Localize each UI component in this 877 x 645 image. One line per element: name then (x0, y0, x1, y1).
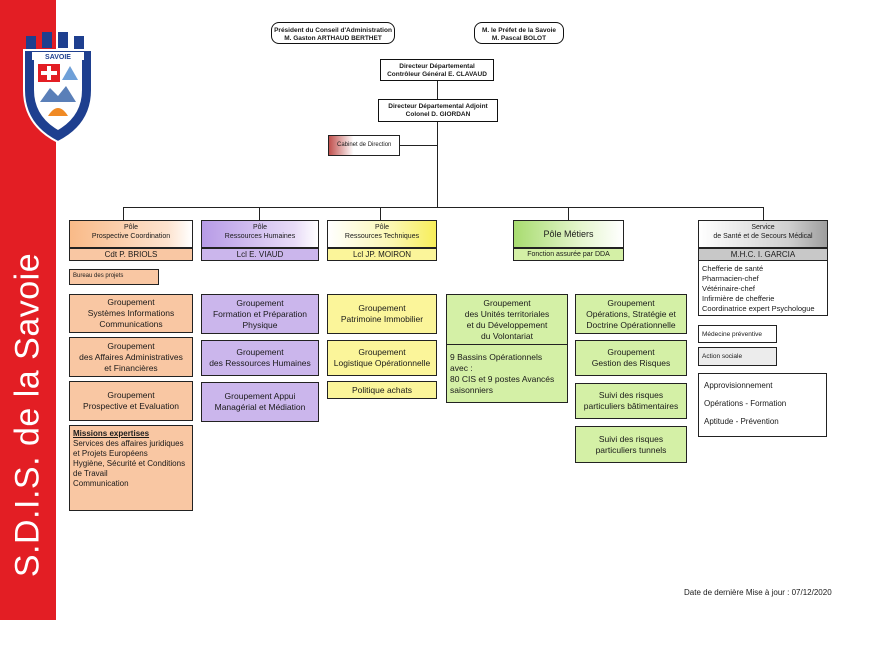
list-item: et Projets Européens (73, 449, 148, 458)
list-item: Vétérinaire-chef (702, 284, 755, 293)
list-item: Hygiène, Sécurité et Conditions (73, 459, 186, 468)
pole-rt-head: Lcl JP. MOIRON (327, 248, 437, 261)
pole-prospective-head: Cdt P. BRIOLS (69, 248, 193, 261)
list-item: Approvisionnement (704, 381, 773, 390)
connector (400, 145, 437, 146)
pole-metiers-header: Pôle Métiers (513, 220, 624, 248)
cabinet-direction-box: Cabinet de Direction (328, 135, 400, 156)
deputy-director-box: Directeur Départemental Adjoint Colonel … (378, 99, 498, 122)
connector (568, 207, 569, 220)
sdis-crest-logo: SAVOIE (18, 30, 98, 145)
pole-rt-header: Pôle Ressources Techniques (327, 220, 437, 248)
list-item: Coordinatrice expert Psychologue (702, 304, 815, 313)
pole-metiers-head: Fonction assurée par DDA (513, 248, 624, 261)
list-item: Services des affaires juridiques (73, 439, 184, 448)
president-box: Président du Conseil d'Administration M.… (271, 22, 395, 44)
pole-prospective-header: Pôle Prospective Coordination (69, 220, 193, 248)
sante-missions-box: Approvisionnement Opérations - Formation… (698, 373, 827, 437)
connector (763, 207, 764, 220)
connector (437, 121, 438, 207)
prefet-box: M. le Préfet de la Savoie M. Pascal BOLO… (474, 22, 564, 44)
connector (123, 207, 763, 208)
last-update-date: Date de dernière Mise à jour : 07/12/202… (684, 588, 832, 597)
director-box: Directeur Départemental Contrôleur Génér… (380, 59, 494, 81)
connector (259, 207, 260, 220)
list-item: Pharmacien-chef (702, 274, 759, 283)
list-item: Infirmière de chefferie (702, 294, 775, 303)
list-item: de Travail (73, 469, 108, 478)
pole-rh-header: Pôle Ressources Humaines (201, 220, 319, 248)
list-item: Chefferie de santé (702, 264, 764, 273)
service-sante-header: Service de Santé et de Secours Médical (698, 220, 828, 248)
medecine-preventive-box: Médecine préventive (698, 325, 777, 343)
list-item: Opérations - Formation (704, 399, 787, 408)
bureau-projets-box: Bureau des projets (69, 269, 159, 285)
list-item: Communication (73, 479, 129, 488)
logo-text: SAVOIE (45, 54, 71, 61)
service-sante-staff-list: Chefferie de santé Pharmacien-chef Vétér… (698, 261, 828, 316)
pole-rh-head: Lcl E. VIAUD (201, 248, 319, 261)
connector (380, 207, 381, 220)
missions-expertises-box: Missions expertises Services des affaire… (69, 425, 193, 511)
politique-achats-box: Politique achats (327, 381, 437, 399)
connector (123, 207, 124, 220)
list-item: Aptitude - Prévention (704, 417, 779, 426)
action-sociale-box: Action sociale (698, 347, 777, 366)
service-sante-head: M.H.C. I. GARCIA (698, 248, 828, 261)
side-title: S.D.I.S. de la Savoie (8, 252, 47, 578)
connector (437, 80, 438, 100)
